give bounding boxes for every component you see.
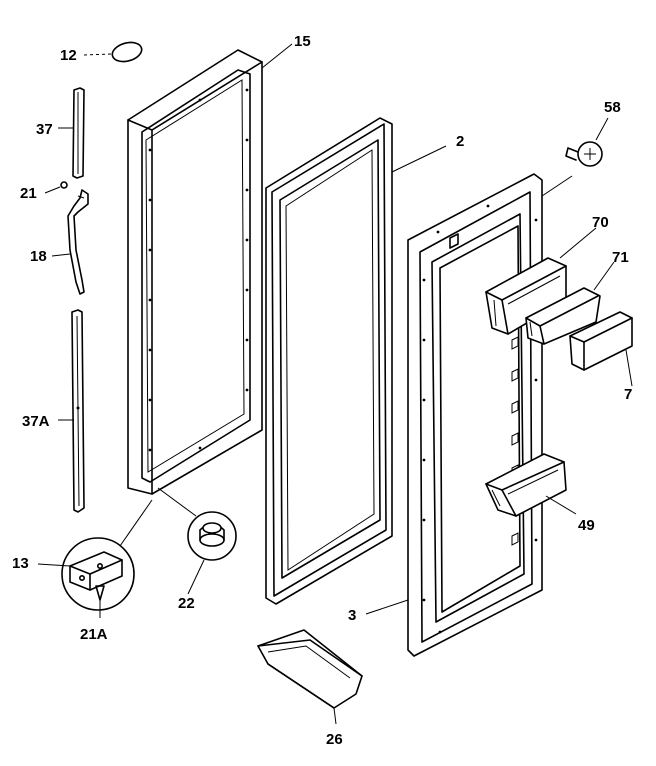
- label-part-7: 7: [624, 386, 632, 403]
- part-71-shelf: [525, 261, 615, 345]
- label-part-37a: 37A: [22, 413, 50, 430]
- part-37a-lower-trim: [58, 309, 85, 513]
- label-part-13: 13: [12, 555, 29, 572]
- part-7-shelf-trim: [569, 311, 633, 387]
- part-49-lower-bin: [485, 453, 577, 517]
- label-part-18: 18: [30, 248, 47, 265]
- label-part-2: 2: [456, 133, 464, 150]
- label-part-22: 22: [178, 595, 195, 612]
- part-26-butter-bin: [257, 629, 363, 725]
- part-15-outer-door: [127, 43, 293, 495]
- part-21a-screw: [95, 585, 105, 618]
- part-3-inner-liner: [365, 173, 573, 657]
- label-part-12: 12: [60, 47, 77, 64]
- label-part-37: 37: [36, 121, 53, 138]
- label-part-49: 49: [578, 517, 595, 534]
- label-part-70: 70: [592, 214, 609, 231]
- part-37-upper-trim: [58, 87, 85, 179]
- part-12-plug: [83, 41, 143, 63]
- part-22-cam: [157, 487, 237, 595]
- part-21-screw: [44, 181, 68, 194]
- part-2-gasket: [265, 117, 447, 605]
- label-part-26: 26: [326, 731, 343, 748]
- label-part-3: 3: [348, 607, 356, 624]
- part-58-screw: [565, 117, 609, 167]
- label-part-15: 15: [294, 33, 311, 50]
- part-13-hinge-bracket: [37, 499, 153, 611]
- label-part-21: 21: [20, 185, 37, 202]
- label-part-71: 71: [612, 249, 629, 266]
- label-part-58: 58: [604, 99, 621, 116]
- callout-labels: 12 15 37 21 18 37A 13 21A 22 2 58 70 71 …: [12, 33, 632, 748]
- part-70-shelf-bin: [485, 227, 597, 335]
- label-part-21a: 21A: [80, 626, 108, 643]
- part-18-handle: [51, 189, 89, 295]
